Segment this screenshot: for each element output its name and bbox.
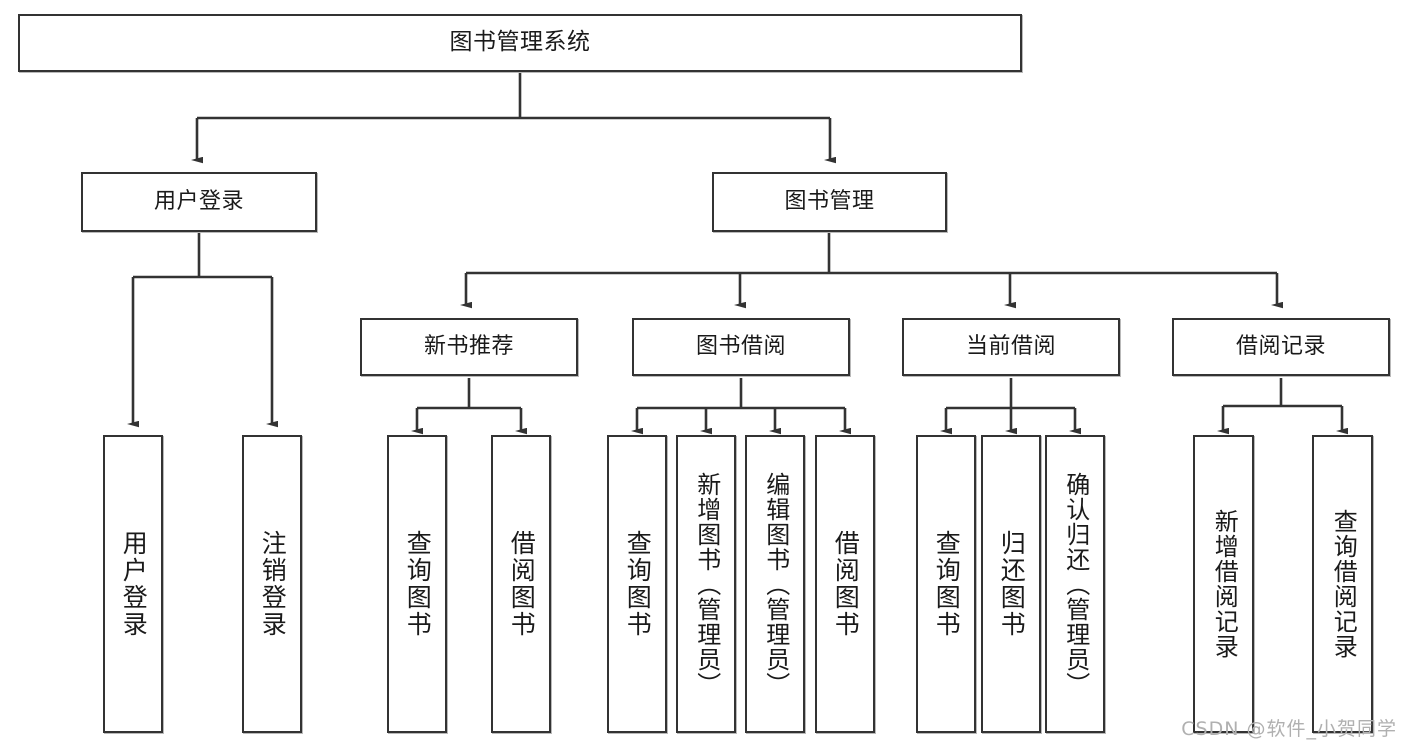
node-label: 归还图书 — [997, 530, 1027, 638]
node-label: 借阅图书 — [507, 530, 537, 638]
leaf-book-borrow-borrow[interactable]: 借阅图书 — [815, 435, 875, 733]
node-label: 借阅记录 — [1235, 333, 1326, 359]
leaf-borrow-record-add[interactable]: 新增借阅记录 — [1193, 435, 1254, 733]
node-book-management[interactable]: 图书管理 — [712, 172, 947, 232]
leaf-book-borrow-edit[interactable]: 编辑图书（管理员） — [745, 435, 805, 733]
node-label: 新书推荐 — [423, 333, 514, 359]
node-label: 当前借阅 — [965, 333, 1056, 359]
node-label: 用户登录 — [119, 530, 149, 638]
node-label: 确认归还（管理员） — [1061, 471, 1090, 697]
watermark-text: CSDN @软件_小贺同学 — [1181, 718, 1397, 740]
node-book-borrow[interactable]: 图书借阅 — [632, 318, 850, 376]
node-user-login[interactable]: 用户登录 — [81, 172, 317, 232]
node-label: 用户登录 — [153, 188, 244, 214]
node-label: 查询借阅记录 — [1329, 509, 1358, 659]
leaf-book-borrow-add[interactable]: 新增图书（管理员） — [676, 435, 736, 733]
node-label: 查询图书 — [932, 530, 962, 638]
node-label: 查询图书 — [623, 530, 653, 638]
leaf-new-book-borrow[interactable]: 借阅图书 — [491, 435, 551, 733]
leaf-book-borrow-query[interactable]: 查询图书 — [607, 435, 667, 733]
node-label: 借阅图书 — [831, 530, 861, 638]
node-new-book-recommend[interactable]: 新书推荐 — [360, 318, 578, 376]
leaf-current-borrow-confirm-return[interactable]: 确认归还（管理员） — [1045, 435, 1105, 733]
leaf-new-book-query[interactable]: 查询图书 — [387, 435, 447, 733]
leaf-user-login-logout[interactable]: 注销登录 — [242, 435, 302, 733]
node-label: 编辑图书（管理员） — [761, 471, 790, 697]
leaf-current-borrow-return[interactable]: 归还图书 — [981, 435, 1041, 733]
node-label: 图书管理系统 — [449, 29, 591, 56]
node-label: 查询图书 — [403, 530, 433, 638]
node-label: 图书借阅 — [695, 333, 786, 359]
node-label: 图书管理 — [784, 188, 875, 214]
leaf-borrow-record-query[interactable]: 查询借阅记录 — [1312, 435, 1373, 733]
leaf-user-login-login[interactable]: 用户登录 — [103, 435, 163, 733]
node-label: 注销登录 — [258, 530, 288, 638]
node-current-borrow[interactable]: 当前借阅 — [902, 318, 1120, 376]
node-label: 新增借阅记录 — [1210, 509, 1239, 659]
leaf-current-borrow-query[interactable]: 查询图书 — [916, 435, 976, 733]
node-label: 新增图书（管理员） — [692, 471, 721, 697]
node-root-system[interactable]: 图书管理系统 — [18, 14, 1022, 72]
node-borrow-record[interactable]: 借阅记录 — [1172, 318, 1390, 376]
